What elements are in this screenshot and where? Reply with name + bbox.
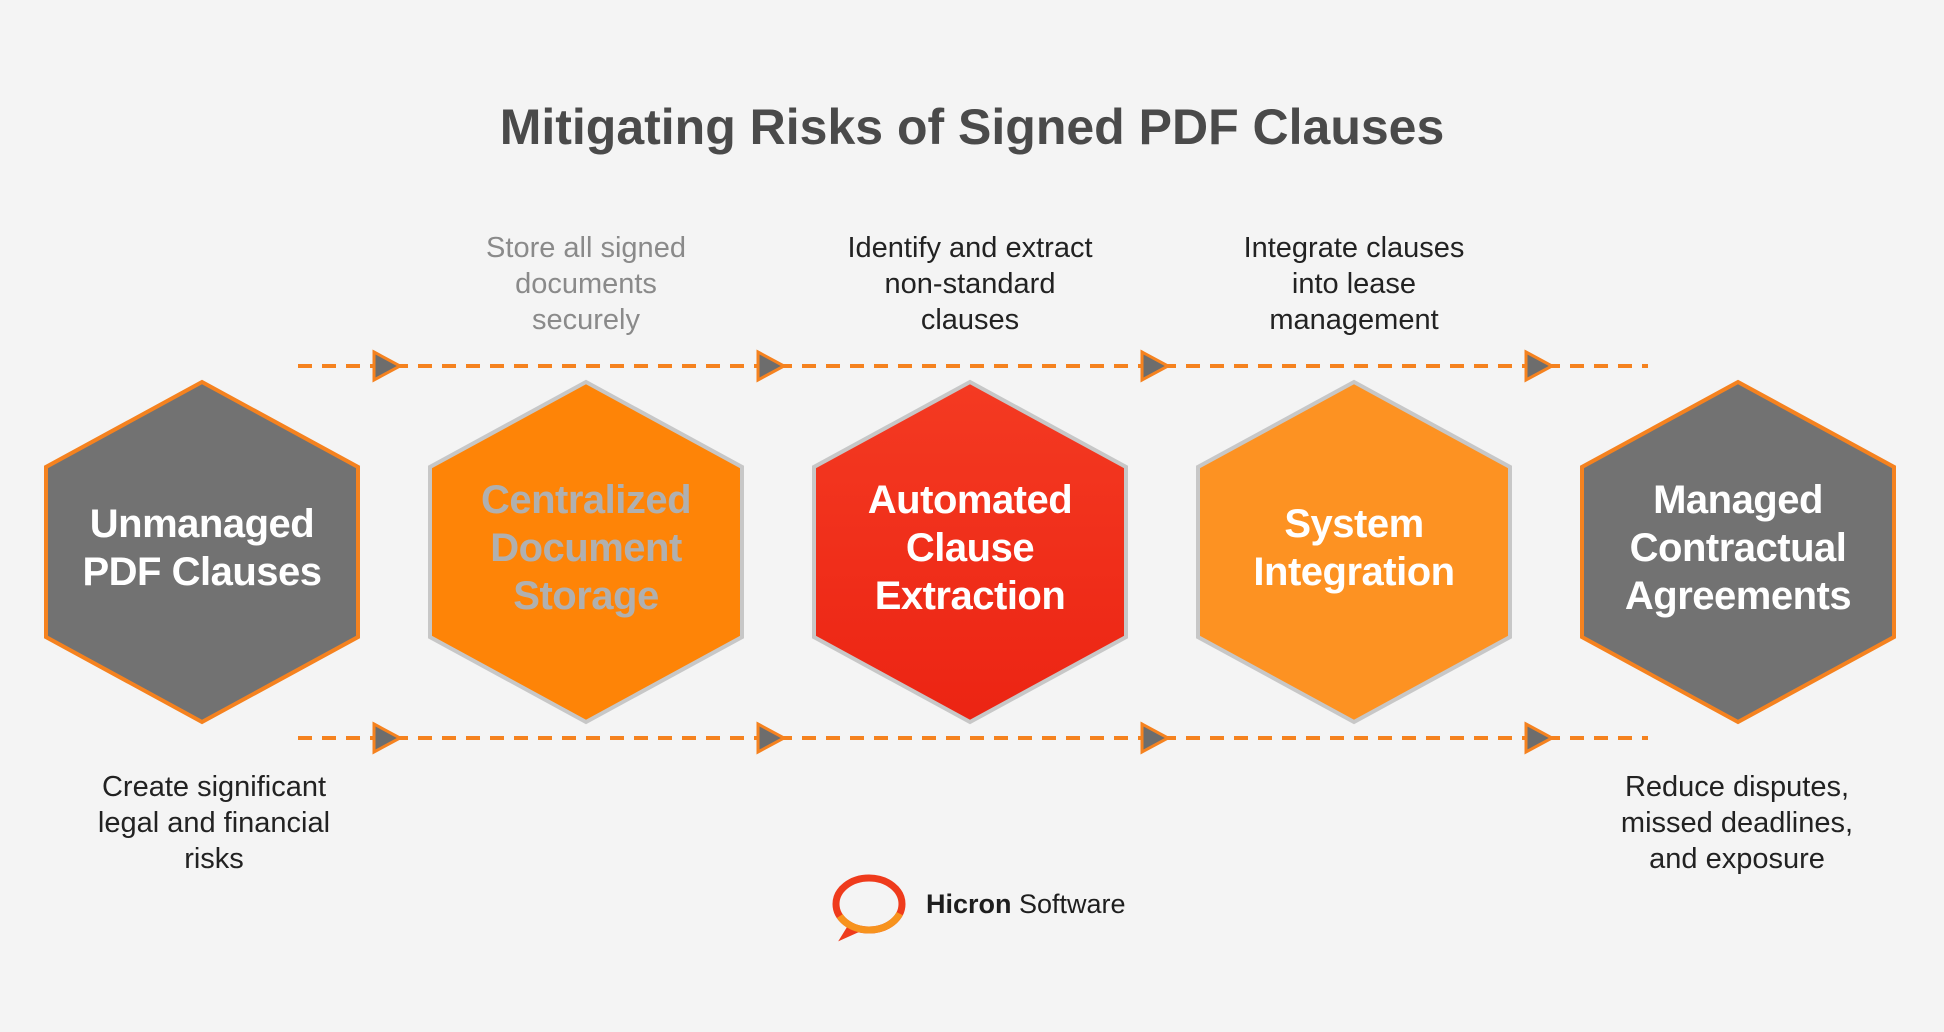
flow-arrow-icon — [372, 349, 404, 383]
caption-line: Integrate clauses — [1243, 232, 1465, 264]
step-label-line: Document — [490, 526, 682, 570]
caption-line: clauses — [920, 304, 1020, 336]
flow-arrow-icon — [372, 721, 404, 755]
step-label-line: Integration — [1253, 550, 1455, 594]
caption-line: non-standard — [884, 268, 1056, 300]
caption-line: management — [1269, 304, 1439, 336]
caption-line: missed deadlines, — [1620, 807, 1854, 839]
flow-arrow-icon — [1140, 349, 1172, 383]
step-label-line: PDF Clauses — [82, 550, 322, 594]
step-label-line: Clause — [905, 526, 1035, 570]
page-title: Mitigating Risks of Signed PDF Clauses — [499, 99, 1445, 155]
caption-line: documents — [515, 268, 657, 300]
process-hexagons — [44, 379, 1896, 725]
bottom-caption-1: Create significant legal and financial ris… — [54, 769, 374, 877]
flow-arrow-icon — [756, 349, 788, 383]
step-label-line: Centralized — [480, 478, 692, 522]
caption-line: Create significant — [101, 771, 327, 803]
step-label-line: Extraction — [874, 574, 1066, 618]
caption-line: risks — [184, 843, 244, 875]
caption-line: into lease — [1291, 268, 1417, 300]
logo-suffix: Software — [1011, 889, 1126, 919]
step-hexagon-5 — [1580, 379, 1896, 725]
top-caption-2: Identify and extract non-standard clauses — [810, 230, 1130, 338]
caption-line: securely — [532, 304, 640, 336]
step-label-line: Contractual — [1629, 526, 1847, 570]
step-label-line: Agreements — [1624, 574, 1852, 618]
logo-brand: Hicron — [926, 889, 1012, 919]
step-label-line: Unmanaged — [89, 502, 315, 546]
step-label-line: Storage — [513, 574, 659, 618]
flow-arrow-icon — [1140, 721, 1172, 755]
bottom-caption-2: Reduce disputes, missed deadlines, and exp… — [1577, 769, 1897, 877]
step-hexagon-1 — [44, 379, 360, 725]
top-caption-3: Integrate clauses into lease management — [1194, 230, 1514, 338]
step-hexagon-3 — [812, 379, 1128, 725]
step-label-line: System — [1284, 502, 1424, 546]
caption-line: legal and financial — [97, 807, 331, 839]
flow-arrow-icon — [1524, 349, 1556, 383]
step-hexagon-4 — [1196, 379, 1512, 725]
hicron-logo-icon — [832, 874, 906, 942]
caption-line: Reduce disputes, — [1624, 771, 1850, 803]
step-label-line: Automated — [867, 478, 1073, 522]
flow-arrow-icon — [756, 721, 788, 755]
caption-line: and exposure — [1649, 843, 1825, 875]
flow-connectors — [298, 349, 1648, 755]
step-hexagon-2 — [428, 379, 744, 725]
flow-arrow-icon — [1524, 721, 1556, 755]
company-logo-text: Hicron Software — [926, 889, 1126, 920]
caption-line: Identify and extract — [847, 232, 1093, 264]
caption-line: Store all signed — [486, 232, 686, 264]
step-label-line: Managed — [1653, 478, 1823, 522]
top-caption-1: Store all signed documents securely — [426, 230, 746, 338]
